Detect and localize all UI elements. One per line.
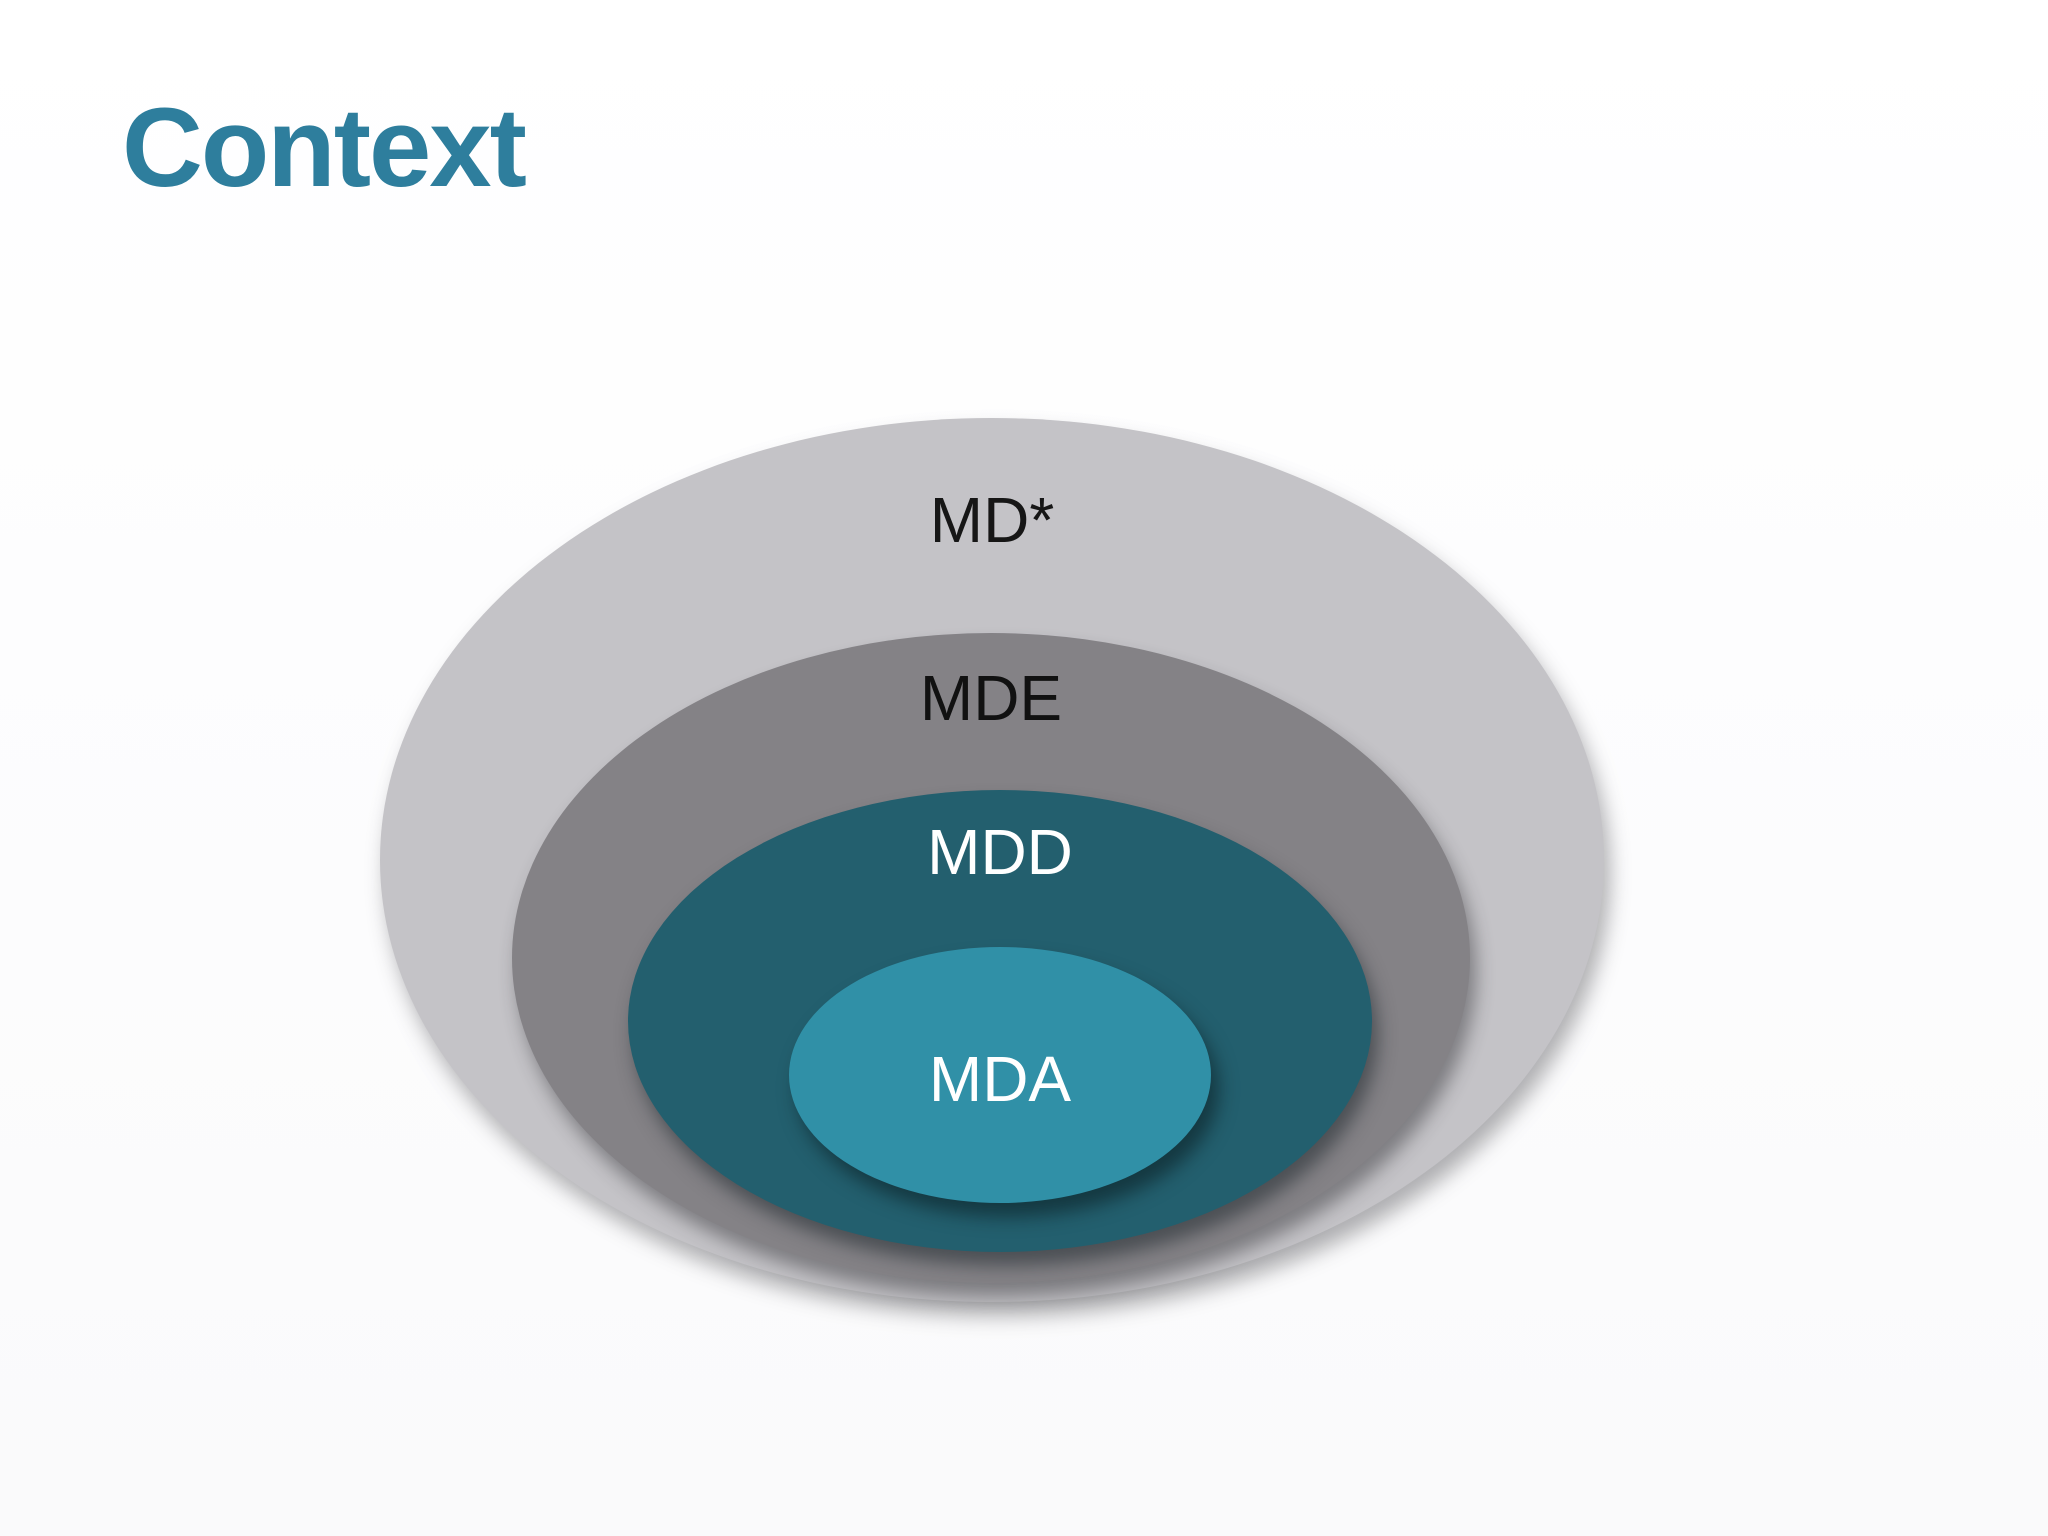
ellipse-mda: MDA bbox=[789, 947, 1211, 1203]
ellipse-md-star-label: MD* bbox=[929, 484, 1055, 556]
ellipse-mdd-label: MDD bbox=[927, 816, 1073, 888]
ellipse-mda-label: MDA bbox=[928, 1043, 1072, 1115]
page-title: Context bbox=[122, 85, 527, 210]
ellipse-mde-label: MDE bbox=[919, 662, 1063, 734]
